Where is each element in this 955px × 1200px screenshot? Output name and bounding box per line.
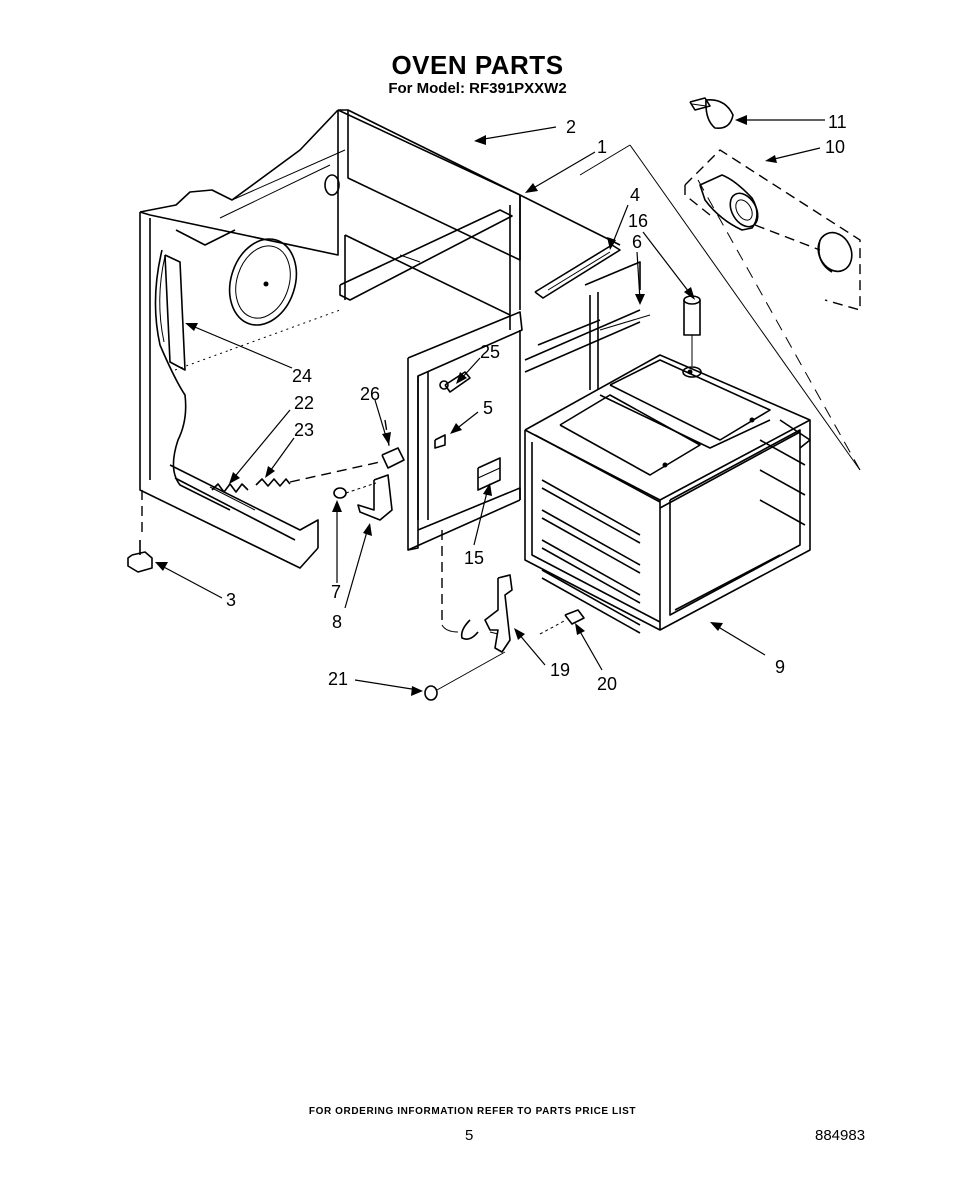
callout-6: 6 [632,232,642,252]
callout-26: 26 [360,384,380,404]
callout-22: 22 [294,393,314,413]
callout-24: 24 [292,366,312,386]
light-assembly [682,97,861,378]
callout-labels: 1 2 3 4 5 6 7 8 9 10 11 15 16 19 20 21 2… [226,112,847,694]
page-title: OVEN PARTS [391,50,564,80]
page-number: 5 [465,1127,474,1144]
callout-11: 11 [828,112,847,132]
callout-9: 9 [775,657,785,677]
ordering-note: FOR ORDERING INFORMATION REFER TO PARTS … [308,1106,637,1117]
callout-7: 7 [331,582,341,602]
oven-liner [524,354,811,634]
document-number: 884983 [815,1127,866,1144]
callout-15: 15 [464,548,484,568]
small-parts [127,419,585,701]
callout-5: 5 [483,398,493,418]
oven-cavity-frame [139,109,621,569]
callout-2: 2 [566,117,576,137]
callout-21: 21 [328,669,348,689]
callout-1: 1 [597,137,607,157]
callout-25: 25 [480,342,500,362]
callout-23: 23 [294,420,314,440]
callout-8: 8 [332,612,342,632]
callout-10: 10 [825,137,845,157]
model-subtitle: For Model: RF391PXXW2 [388,80,567,97]
leader-lines [155,115,861,696]
front-frame [407,261,651,551]
callout-16: 16 [628,211,648,231]
callout-20: 20 [597,674,617,694]
callout-4: 4 [630,185,640,205]
callout-19: 19 [550,660,570,680]
callout-3: 3 [226,590,236,610]
